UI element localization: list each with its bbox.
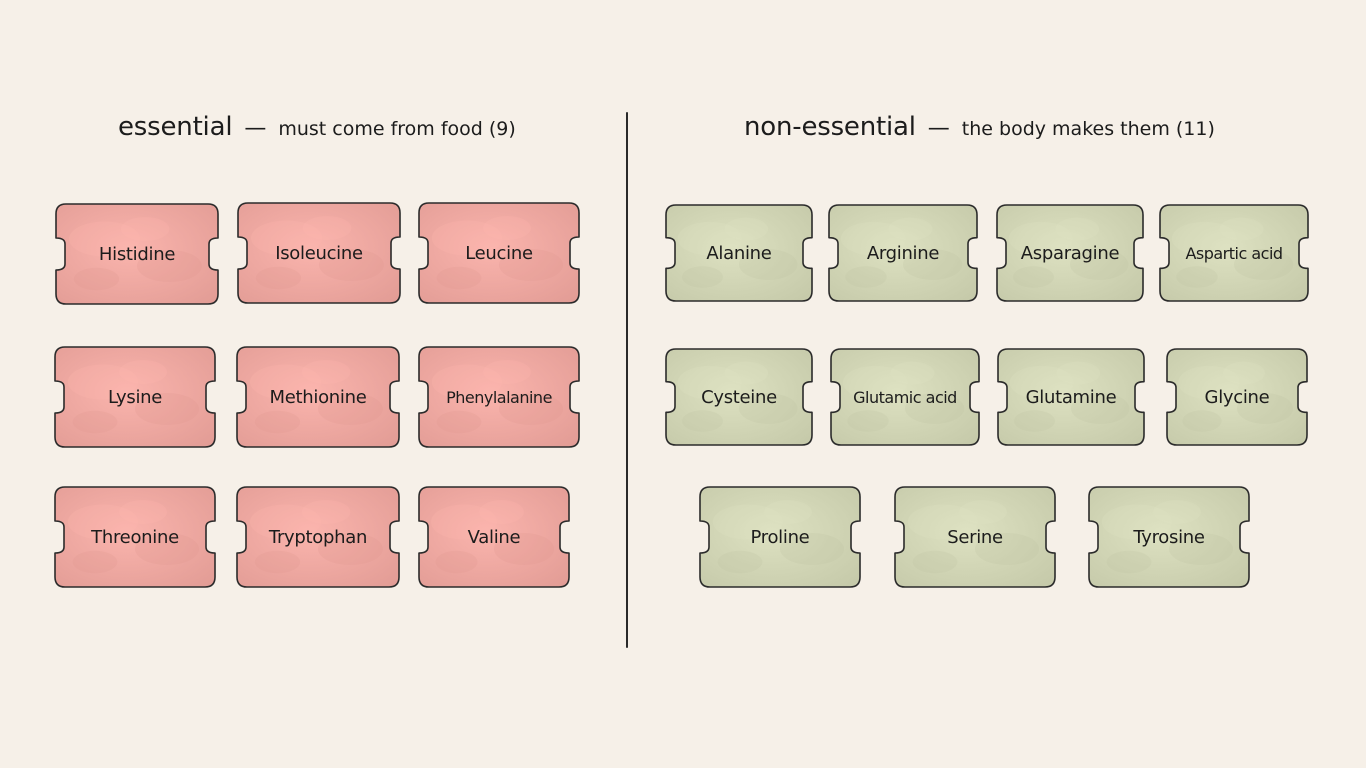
- tile-shape: [418, 486, 570, 588]
- tile-label: Threonine: [91, 526, 179, 548]
- non-essential-heading: non-essential — the body makes them (11): [744, 112, 1215, 142]
- tile-shape: [665, 204, 813, 302]
- tile-shape: [894, 486, 1056, 588]
- non-essential-subtitle: the body makes them (11): [961, 118, 1215, 140]
- tile-shape: [1159, 204, 1309, 302]
- tile-label: Glutamine: [1025, 386, 1117, 408]
- tile-alanine: Alanine: [665, 204, 813, 302]
- tile-lysine: Lysine: [54, 346, 216, 448]
- tile-serine: Serine: [894, 486, 1056, 588]
- tile-shape: [828, 204, 978, 302]
- tile-shape: [830, 348, 980, 446]
- tile-shape: [418, 346, 580, 448]
- tile-label: Tyrosine: [1133, 526, 1205, 548]
- tile-label: Valine: [467, 526, 521, 548]
- essential-dash: —: [244, 116, 267, 141]
- tile-arginine: Arginine: [828, 204, 978, 302]
- tile-shape: [236, 346, 400, 448]
- tile-asparagine: Asparagine: [996, 204, 1144, 302]
- tile-label: Histidine: [98, 243, 176, 265]
- essential-title: essential: [118, 112, 233, 142]
- tile-shape: [54, 346, 216, 448]
- tile-shape: [418, 202, 580, 304]
- tile-label: Phenylalanine: [446, 387, 552, 407]
- tile-label: Glycine: [1204, 386, 1270, 408]
- tile-label: Leucine: [465, 242, 533, 264]
- tile-threonine: Threonine: [54, 486, 216, 588]
- essential-heading: essential — must come from food (9): [118, 112, 516, 142]
- tile-proline: Proline: [699, 486, 861, 588]
- tile-glutamine: Glutamine: [997, 348, 1145, 446]
- tile-valine: Valine: [418, 486, 570, 588]
- essential-subtitle: must come from food (9): [278, 118, 516, 140]
- tile-label: Proline: [750, 526, 810, 548]
- tile-label: Tryptophan: [268, 526, 368, 548]
- tile-phenylalanine: Phenylalanine: [418, 346, 580, 448]
- tile-label: Aspartic acid: [1185, 243, 1283, 263]
- tile-tyrosine: Tyrosine: [1088, 486, 1250, 588]
- tile-label: Methionine: [269, 386, 367, 408]
- tile-shape: [1088, 486, 1250, 588]
- tile-label: Serine: [947, 526, 1003, 548]
- tile-shape: [236, 486, 400, 588]
- tile-glycine: Glycine: [1166, 348, 1308, 446]
- tile-shape: [55, 203, 219, 305]
- tile-shape: [996, 204, 1144, 302]
- tile-methionine: Methionine: [236, 346, 400, 448]
- non-essential-dash: —: [927, 116, 950, 141]
- non-essential-title: non-essential: [744, 112, 916, 142]
- tile-shape: [1166, 348, 1308, 446]
- tile-tryptophan: Tryptophan: [236, 486, 400, 588]
- tile-leucine: Leucine: [418, 202, 580, 304]
- tile-label: Glutamic acid: [853, 387, 957, 407]
- tile-isoleucine: Isoleucine: [237, 202, 401, 304]
- tile-label: Asparagine: [1020, 242, 1120, 264]
- tile-label: Isoleucine: [275, 242, 363, 264]
- tile-aspartic-acid: Aspartic acid: [1159, 204, 1309, 302]
- tile-shape: [997, 348, 1145, 446]
- tile-cysteine: Cysteine: [665, 348, 813, 446]
- tile-label: Cysteine: [701, 386, 777, 408]
- tile-label: Arginine: [866, 242, 940, 264]
- tile-shape: [237, 202, 401, 304]
- tile-shape: [665, 348, 813, 446]
- column-divider: [626, 112, 628, 648]
- tile-histidine: Histidine: [55, 203, 219, 305]
- tile-shape: [54, 486, 216, 588]
- tile-label: Lysine: [107, 386, 163, 408]
- tile-shape: [699, 486, 861, 588]
- tile-glutamic-acid: Glutamic acid: [830, 348, 980, 446]
- tile-label: Alanine: [706, 242, 772, 264]
